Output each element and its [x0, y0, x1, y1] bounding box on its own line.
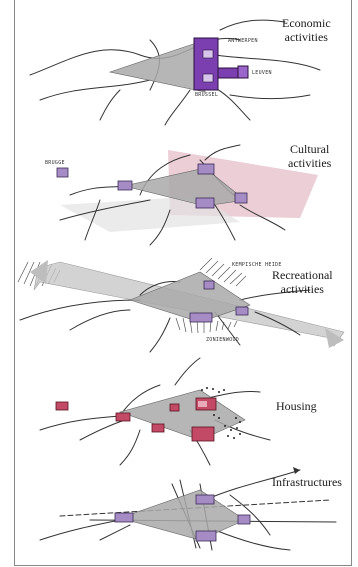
- housing-title: Housing: [276, 399, 317, 413]
- label-brugge: BRUGGE: [45, 160, 65, 166]
- recreational-title: Recreational activities: [272, 268, 333, 296]
- label-antwerpen: ANTWERPEN: [228, 38, 258, 44]
- cultural-panel: [57, 145, 318, 245]
- label-zonienwoud: ZONIENWOUD: [206, 337, 239, 343]
- label-brussel: BRUSSEL: [195, 92, 218, 98]
- housing-panel: [40, 358, 270, 465]
- economic-title: Economic activities: [282, 16, 331, 44]
- infrastructures-title: Infrastructures: [272, 475, 342, 489]
- label-leuven: LEUVEN: [252, 70, 272, 76]
- economic-panel: [30, 20, 320, 125]
- cultural-title: Cultural activities: [288, 142, 331, 170]
- label-kempische-heide: KEMPISCHE HEIDE: [232, 262, 282, 268]
